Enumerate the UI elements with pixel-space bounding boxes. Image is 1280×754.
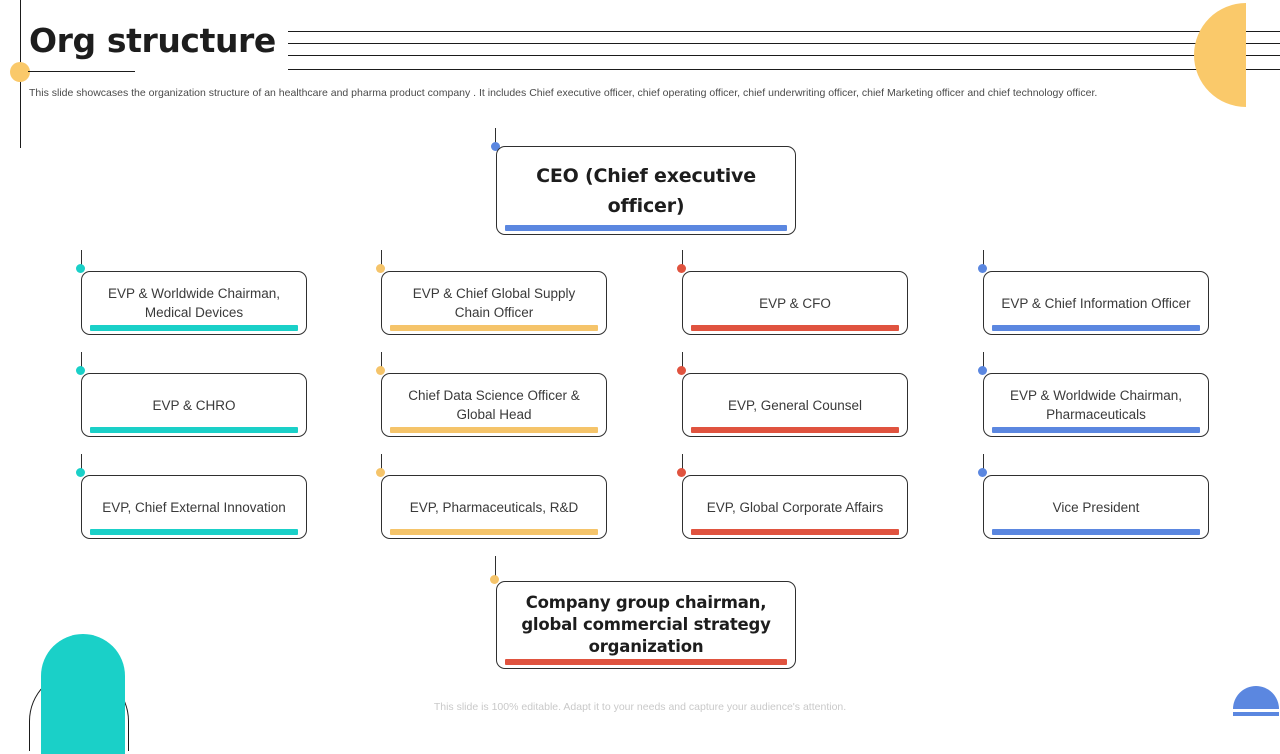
- node-label: EVP, Pharmaceuticals, R&D: [409, 499, 579, 515]
- node-accent-bar: [390, 427, 598, 433]
- node-connector-dot: [978, 366, 987, 375]
- node-accent-bar: [992, 427, 1200, 433]
- node-connector-stem: [381, 454, 382, 476]
- node-accent-bar: [90, 529, 298, 535]
- node-connector-stem: [81, 250, 82, 272]
- node-connector-dot: [677, 264, 686, 273]
- ceo-connector-stem: [495, 128, 496, 148]
- node-connector-stem: [682, 352, 683, 374]
- node-company-group-chairman-accent-bar: [505, 659, 787, 665]
- node-connector-stem: [983, 454, 984, 476]
- page-subtitle: This slide showcases the organization st…: [29, 87, 1098, 99]
- node-col1-row3[interactable]: EVP, Chief External Innovation: [81, 475, 307, 539]
- node-col2-row1[interactable]: EVP & Chief Global Supply Chain Officer: [381, 271, 607, 335]
- bottom-connector-stem: [495, 556, 496, 580]
- node-accent-bar: [992, 325, 1200, 331]
- node-label: Vice President: [1052, 499, 1140, 515]
- node-label: EVP & Chief Information Officer: [1001, 295, 1191, 311]
- node-col3-row1[interactable]: EVP & CFO: [682, 271, 908, 335]
- node-connector-stem: [682, 250, 683, 272]
- node-accent-bar: [691, 529, 899, 535]
- node-label: EVP & CHRO: [152, 397, 236, 413]
- node-accent-bar: [90, 427, 298, 433]
- node-label: EVP, Chief External Innovation: [102, 499, 286, 515]
- node-col1-row1[interactable]: EVP & Worldwide Chairman, Medical Device…: [81, 271, 307, 335]
- node-connector-dot: [677, 468, 686, 477]
- node-connector-dot: [76, 366, 85, 375]
- node-label: EVP, General Counsel: [727, 397, 863, 413]
- node-connector-dot: [978, 468, 987, 477]
- node-ceo-accent-bar: [505, 225, 787, 231]
- node-connector-dot: [978, 264, 987, 273]
- footer-note: This slide is 100% editable. Adapt it to…: [433, 701, 847, 713]
- ceo-connector-dot: [491, 142, 500, 151]
- node-label: EVP & CFO: [759, 295, 831, 311]
- node-accent-bar: [992, 529, 1200, 535]
- node-connector-dot: [76, 468, 85, 477]
- node-connector-stem: [682, 454, 683, 476]
- node-connector-stem: [983, 352, 984, 374]
- node-col1-row2[interactable]: EVP & CHRO: [81, 373, 307, 437]
- node-col2-row2[interactable]: Chief Data Science Officer & Global Head: [381, 373, 607, 437]
- bottom-connector-dot: [490, 575, 499, 584]
- node-connector-stem: [983, 250, 984, 272]
- teal-arch-decoration: [41, 634, 125, 754]
- node-connector-dot: [376, 366, 385, 375]
- node-col3-row3[interactable]: EVP, Global Corporate Affairs: [682, 475, 908, 539]
- node-label: EVP & Worldwide Chairman, Medical Device…: [107, 286, 281, 320]
- node-accent-bar: [691, 427, 899, 433]
- node-ceo[interactable]: CEO (Chief executive officer): [496, 146, 796, 235]
- title-underline: [28, 71, 135, 72]
- node-col2-row3[interactable]: EVP, Pharmaceuticals, R&D: [381, 475, 607, 539]
- node-accent-bar: [90, 325, 298, 331]
- org-chart: CEO (Chief executive officer) EVP & Worl…: [76, 128, 1209, 669]
- node-company-group-chairman[interactable]: Company group chairman, global commercia…: [496, 581, 796, 669]
- node-connector-dot: [376, 468, 385, 477]
- node-connector-stem: [81, 352, 82, 374]
- node-col3-row2[interactable]: EVP, General Counsel: [682, 373, 908, 437]
- node-col4-row3[interactable]: Vice President: [983, 475, 1209, 539]
- yellow-dot-decoration: [10, 62, 30, 82]
- node-accent-bar: [390, 529, 598, 535]
- node-connector-dot: [376, 264, 385, 273]
- node-ceo-label: CEO (Chief executive officer): [536, 164, 756, 217]
- node-connector-stem: [81, 454, 82, 476]
- node-connector-stem: [381, 250, 382, 272]
- blue-bar-decoration: [1233, 712, 1279, 716]
- node-label: EVP & Worldwide Chairman, Pharmaceutical…: [1009, 388, 1183, 422]
- node-col4-row1[interactable]: EVP & Chief Information Officer: [983, 271, 1209, 335]
- blue-dome-decoration: [1233, 686, 1279, 709]
- node-company-group-chairman-label: Company group chairman, global commercia…: [521, 593, 771, 656]
- node-accent-bar: [691, 325, 899, 331]
- node-connector-dot: [76, 264, 85, 273]
- node-col4-row2[interactable]: EVP & Worldwide Chairman, Pharmaceutical…: [983, 373, 1209, 437]
- node-accent-bar: [390, 325, 598, 331]
- node-connector-stem: [381, 352, 382, 374]
- node-connector-dot: [677, 366, 686, 375]
- node-label: EVP & Chief Global Supply Chain Officer: [412, 286, 576, 320]
- page-title: Org structure: [29, 21, 276, 60]
- node-label: EVP, Global Corporate Affairs: [706, 499, 884, 515]
- node-label: Chief Data Science Officer & Global Head: [408, 388, 580, 422]
